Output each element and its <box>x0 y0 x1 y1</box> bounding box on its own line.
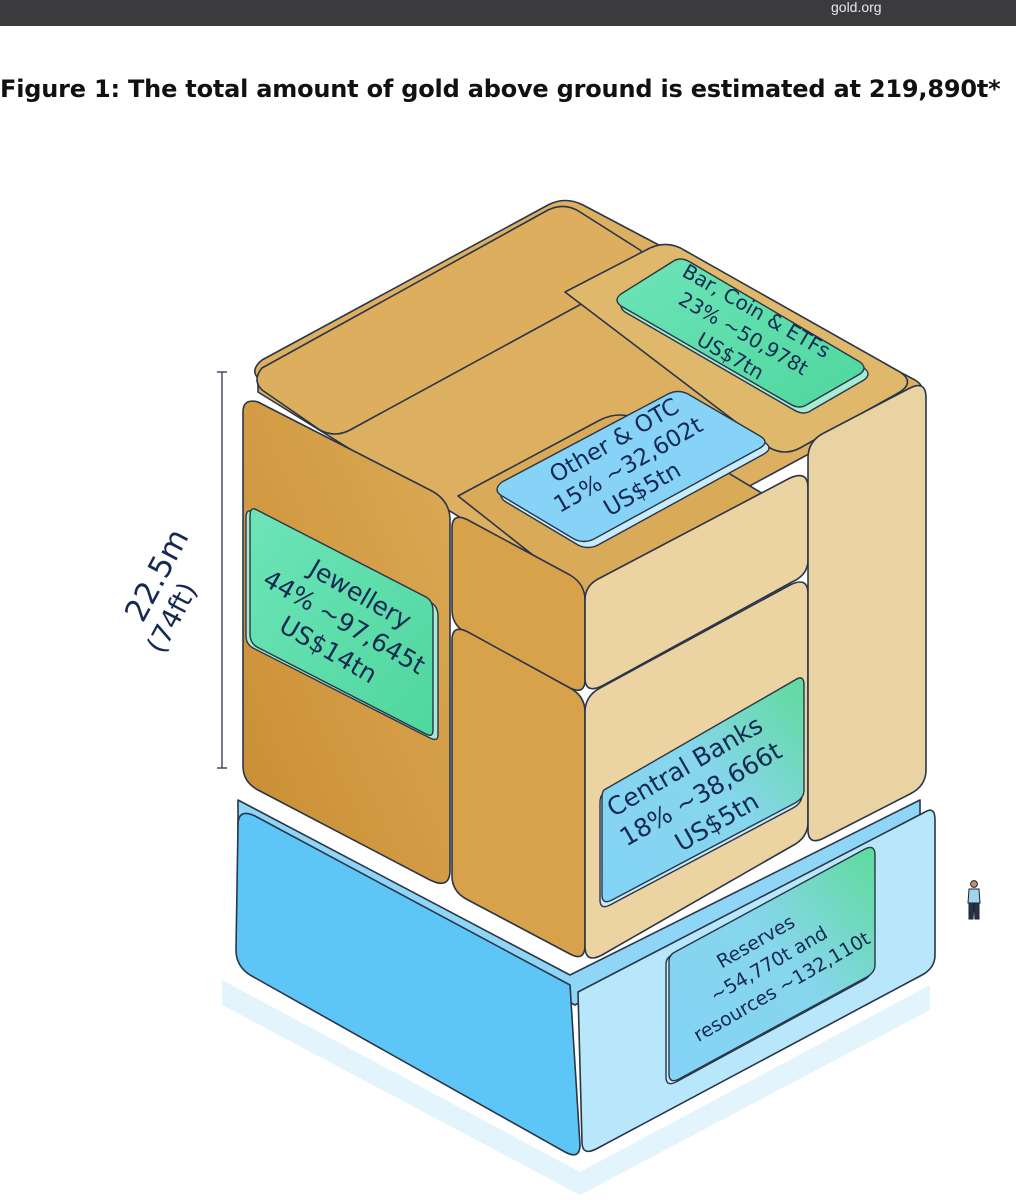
jewellery-plate <box>245 508 439 741</box>
top-bar: gold.org <box>0 0 1016 26</box>
bar-coin-etfs-plate <box>616 258 869 414</box>
other-otc-plate <box>496 390 770 549</box>
person-scale-icon <box>967 880 981 920</box>
reserves-plate <box>665 846 876 1085</box>
height-dimension-line <box>217 371 227 769</box>
central-banks-plate <box>599 677 805 908</box>
site-name[interactable]: gold.org <box>831 0 882 15</box>
figure-title: Figure 1: The total amount of gold above… <box>0 75 1001 103</box>
